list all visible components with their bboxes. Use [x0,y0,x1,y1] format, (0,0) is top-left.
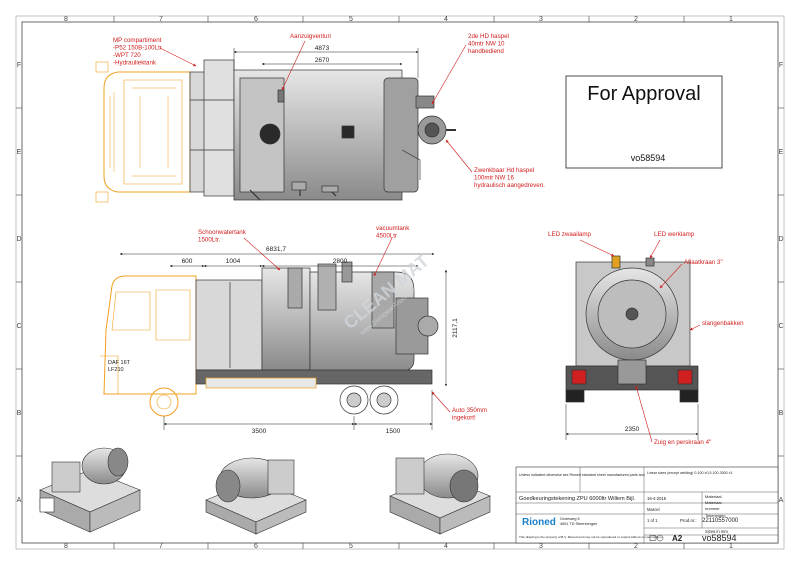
side-view-cab [100,275,197,417]
field-material-2: Materiaal [705,500,722,505]
dim-1500: 1500 [386,428,401,435]
callout-auto-350mm: Auto 350mm ingekort! [452,407,489,422]
approval-stamp: For Approval vo58594 [565,75,723,169]
drawing-number: vo58594 [702,533,737,543]
callout-led-zwaailamp: LED zwaailamp [548,231,592,238]
grid-top-label: 1 [729,16,733,23]
drawing-title: Goedkeuringstekening ZPU 6000ltr Willem … [519,496,636,502]
grid-bottom-label: 6 [254,543,258,550]
grid-top-label: 8 [64,16,68,23]
grid-bottom-label: 8 [64,543,68,550]
grid-bottom-label: 7 [159,543,163,550]
grid-bottom-label: 1 [729,543,733,550]
sizes-label: Sizes in mm [705,529,728,534]
grid-right-label: D [778,236,783,243]
drawing-date: 16-4-2015 [647,496,667,501]
callout-led-werklamp: LED werklamp [654,231,695,238]
grid-bottom-label: 5 [349,543,353,550]
callout-zwenkbaar: Zwenkbaar Hd haspel 100mtr NW 16 hydraul… [474,167,545,189]
iso-view-1 [39,447,141,533]
grid-bottom-label: 2 [634,543,638,550]
callout-aanzuigventuri: Aanzuigventuri [290,33,331,40]
approval-number: vo58594 [631,153,666,163]
callout-schoonwatertank: Schoonwatertank 1500Ltr. [198,229,248,244]
iso-view-3 [389,453,491,535]
truck-label: DAF 16T LF210 [108,360,131,373]
dim-3500: 3500 [252,428,267,435]
top-view-tank [233,69,456,201]
disclaimer: This drawing is the property of B.V. Rio… [519,535,663,539]
rear-view [565,255,699,440]
sheet-frame [15,15,785,550]
field-material: Materiaal [705,494,722,499]
title-block-notes: Unless indicated otherwise see Rioned st… [519,473,645,477]
field-drawings: Tekeningen [705,513,725,518]
callout-mp-compartment: MP compartiment -P52 150B-100Ltr -WPT 72… [113,37,164,67]
approval-title: For Approval [587,83,700,105]
dim-600: 600 [182,258,193,265]
grid-top-label: 7 [159,16,163,23]
grid-top-label: 5 [349,16,353,23]
paper-size: A2 [672,534,683,543]
grid-bottom-label: 4 [444,543,448,550]
grid-right-label: A [779,497,784,504]
grid-right-label: B [779,410,784,417]
sheet-count: 1 of 1 [647,518,658,523]
title-block: Unless indicated otherwise see Rioned st… [515,466,779,544]
grid-right-label: F [779,62,783,69]
tolerance-header: Linear sizes (except welding) 0-100 ±0,5… [647,471,733,475]
dim-rear-width: 2350 [625,426,640,433]
grid-left-label: C [16,323,21,330]
dim-2670: 2670 [315,57,330,64]
prod-number: 22110557000 [702,518,739,524]
dim-2800: 2800 [333,258,348,265]
grid-left-label: B [17,410,22,417]
dim-height: 2117,1 [452,318,459,338]
callout-aftapkraan: Aflaatkraan 3" [684,259,723,266]
grid-labels: 8 7 6 5 4 3 2 1 8 7 6 5 4 3 2 1 F E D C … [16,16,783,550]
grid-top-label: 3 [539,16,543,23]
dim-overall-length: 6831,7 [266,246,286,253]
projection-icon [649,534,664,542]
top-view-compartment [189,59,235,197]
prod-label: Prod.nr.: [680,518,697,523]
company-logo: Rioned [522,517,556,528]
top-view: MP compartiment -P52 150B-100Ltr -WPT 72… [95,33,545,203]
grid-right-label: C [778,323,783,330]
grid-top-label: 2 [634,16,638,23]
dim-4873: 4873 [315,45,330,52]
dim-1004: 1004 [226,258,241,265]
drawn-by: Marcel [647,507,660,512]
callout-vacuumtank: vacuumtank 4500Ltr [376,225,411,240]
grid-bottom-label: 3 [539,543,543,550]
side-view: DAF 16T LF210 Schoonwatertank [100,225,489,435]
grid-left-label: F [17,62,21,69]
callout-zuig-perskraan: Zuig en perskraan 4" [654,439,711,446]
company-address: Groteweg 6 4651 TD Steenbergen [560,517,597,526]
callout-slangenbakken: slangenbakken [702,320,744,327]
grid-left-label: D [16,236,21,243]
top-view-cab [95,61,191,203]
grid-top-label: 6 [254,16,258,23]
field-number: nummer [705,506,720,511]
grid-top-label: 4 [444,16,448,23]
grid-left-label: E [17,149,22,156]
iso-view-2 [205,457,307,535]
grid-left-label: A [17,497,22,504]
callout-hd-haspel: 2de HD haspel 40mtr NW 10 handbediend [468,33,511,55]
grid-right-label: E [779,149,784,156]
